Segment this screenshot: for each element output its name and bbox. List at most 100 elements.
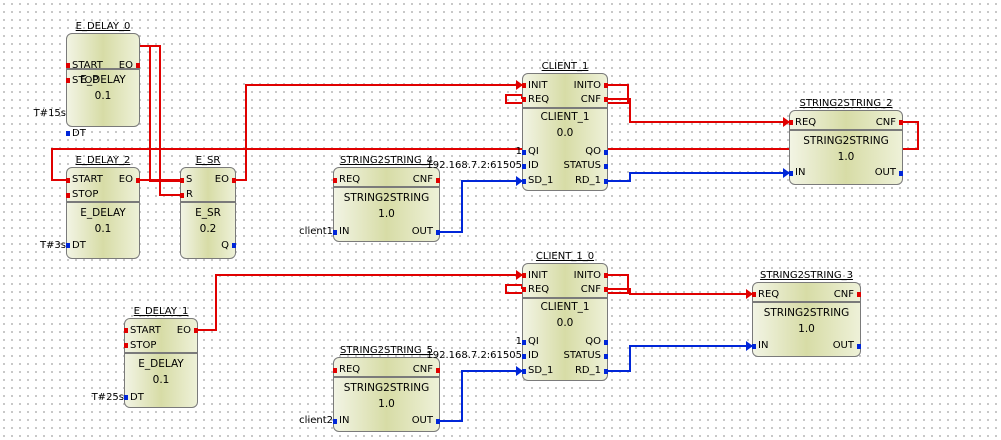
arrowhead bbox=[746, 341, 753, 351]
block-type: E_DELAY bbox=[80, 207, 126, 219]
port-req: REQ bbox=[339, 364, 361, 375]
event-input-port[interactable] bbox=[66, 63, 70, 68]
function-block-e-delay-1[interactable]: E_DELAY_1 START STOP EO E_DELAY 0.1 DT bbox=[124, 305, 198, 408]
data-output-port[interactable] bbox=[604, 164, 608, 169]
event-output-port[interactable] bbox=[857, 292, 861, 297]
event-output-port[interactable] bbox=[436, 178, 440, 183]
port-in: IN bbox=[339, 415, 350, 426]
event-input-port[interactable] bbox=[522, 83, 526, 88]
function-block-string2string-2[interactable]: STRING2STRING_2 REQ CNF STRING2STRING 1.… bbox=[789, 97, 903, 185]
data-input-port[interactable] bbox=[522, 164, 526, 169]
parameter-value[interactable]: T#25s bbox=[91, 392, 124, 403]
event-input-port[interactable] bbox=[333, 368, 337, 373]
port-id: ID bbox=[528, 160, 539, 171]
wire-client1-cnf-to-s2s2-req[interactable] bbox=[608, 98, 789, 123]
data-input-port[interactable] bbox=[752, 344, 756, 349]
data-output-port[interactable] bbox=[604, 179, 608, 184]
block-instance-name: STRING2STRING_2 bbox=[799, 98, 893, 109]
wire-client10-rd1-to-s2s3-in[interactable] bbox=[608, 345, 752, 372]
data-input-port[interactable] bbox=[66, 243, 70, 248]
data-output-port[interactable] bbox=[899, 171, 903, 176]
block-instance-name: STRING2STRING_4 bbox=[340, 155, 433, 166]
function-block-e-delay-2[interactable]: E_DELAY_2 START STOP EO E_DELAY 0.1 DT bbox=[66, 154, 140, 259]
event-output-port[interactable] bbox=[436, 368, 440, 373]
data-input-port[interactable] bbox=[124, 395, 128, 400]
data-output-port[interactable] bbox=[604, 150, 608, 155]
port-cnf: CNF bbox=[580, 284, 601, 295]
event-input-port[interactable] bbox=[333, 178, 337, 183]
function-block-client-1[interactable]: CLIENT_1 INIT REQ INITO CNF CLIENT_1 0.0… bbox=[522, 60, 608, 191]
wire-s2s5-out-to-client10-sd1[interactable] bbox=[440, 370, 522, 422]
event-input-port[interactable] bbox=[124, 343, 128, 348]
event-input-port[interactable] bbox=[124, 328, 128, 333]
wire-client10-cnf-to-s2s3-req[interactable] bbox=[608, 288, 752, 295]
function-block-string2string-5[interactable]: STRING2STRING_5 REQ CNF STRING2STRING 1.… bbox=[333, 344, 440, 432]
data-input-port[interactable] bbox=[522, 340, 526, 345]
wire-edelay0-eo-to-esr-r[interactable] bbox=[140, 45, 180, 196]
event-input-port[interactable] bbox=[522, 287, 526, 292]
event-output-port[interactable] bbox=[136, 63, 140, 68]
port-cnf: CNF bbox=[833, 289, 854, 300]
parameter-value[interactable]: client1 bbox=[299, 226, 333, 237]
port-inito: INITO bbox=[573, 80, 601, 91]
event-output-port[interactable] bbox=[604, 97, 608, 102]
event-input-port[interactable] bbox=[789, 120, 793, 125]
data-input-port[interactable] bbox=[333, 419, 337, 424]
event-output-port[interactable] bbox=[604, 83, 608, 88]
wire-esr-eo-to-client1-init[interactable] bbox=[236, 84, 522, 181]
data-input-port[interactable] bbox=[522, 369, 526, 374]
port-inito: INITO bbox=[573, 270, 601, 281]
port-init: INIT bbox=[528, 80, 548, 91]
data-output-port[interactable] bbox=[232, 243, 236, 248]
function-block-client-1-0[interactable]: CLIENT_1_0 INIT REQ INITO CNF CLIENT_1 0… bbox=[522, 250, 608, 381]
event-input-port[interactable] bbox=[66, 193, 70, 198]
data-input-port[interactable] bbox=[522, 354, 526, 359]
event-input-port[interactable] bbox=[66, 78, 70, 83]
port-in: IN bbox=[339, 226, 350, 237]
event-input-port[interactable] bbox=[180, 193, 184, 198]
wire-edelay1-eo-to-client10-init[interactable] bbox=[198, 274, 522, 331]
data-output-port[interactable] bbox=[857, 344, 861, 349]
data-output-port[interactable] bbox=[604, 354, 608, 359]
wire-s2s2-cnf-loop-to-edelay2-start[interactable] bbox=[51, 121, 919, 181]
function-block-string2string-4[interactable]: STRING2STRING_4 REQ CNF STRING2STRING 1.… bbox=[333, 154, 440, 242]
parameter-value[interactable]: 1 bbox=[515, 146, 522, 157]
event-input-port[interactable] bbox=[66, 178, 70, 183]
data-output-port[interactable] bbox=[604, 340, 608, 345]
block-type: E_DELAY bbox=[80, 74, 126, 86]
event-output-port[interactable] bbox=[232, 178, 236, 183]
wire-client1-rd1-to-s2s2-in[interactable] bbox=[608, 172, 789, 182]
data-input-port[interactable] bbox=[522, 150, 526, 155]
data-output-port[interactable] bbox=[436, 419, 440, 424]
port-cnf: CNF bbox=[412, 174, 433, 185]
event-output-port[interactable] bbox=[604, 273, 608, 278]
data-input-port[interactable] bbox=[522, 179, 526, 184]
block-version: 1.0 bbox=[378, 208, 395, 220]
block-version: 0.0 bbox=[556, 127, 574, 139]
parameter-value[interactable]: 192.168.7.2:61505 bbox=[426, 350, 522, 361]
function-block-e-sr[interactable]: E_SR S R EO E_SR 0.2 Q bbox=[180, 154, 236, 259]
event-input-port[interactable] bbox=[522, 273, 526, 278]
data-input-port[interactable] bbox=[333, 230, 337, 235]
event-input-port[interactable] bbox=[180, 178, 184, 183]
event-output-port[interactable] bbox=[899, 120, 903, 125]
event-input-port[interactable] bbox=[522, 97, 526, 102]
data-output-port[interactable] bbox=[604, 369, 608, 374]
event-output-port[interactable] bbox=[136, 178, 140, 183]
parameter-value[interactable]: T#15s bbox=[33, 108, 66, 119]
function-block-string2string-3[interactable]: STRING2STRING_3 REQ CNF STRING2STRING 1.… bbox=[752, 269, 861, 357]
parameter-value[interactable]: client2 bbox=[299, 415, 333, 426]
port-init: INIT bbox=[528, 270, 548, 281]
event-output-port[interactable] bbox=[604, 287, 608, 292]
event-input-port[interactable] bbox=[752, 292, 756, 297]
data-input-port[interactable] bbox=[66, 131, 70, 136]
wire-s2s4-out-to-client1-sd1[interactable] bbox=[440, 180, 522, 233]
arrowhead bbox=[516, 176, 523, 186]
data-output-port[interactable] bbox=[436, 230, 440, 235]
data-input-port[interactable] bbox=[789, 171, 793, 176]
parameter-value[interactable]: 192.168.7.2:61505 bbox=[426, 160, 522, 171]
parameter-value[interactable]: 1 bbox=[515, 336, 522, 347]
event-output-port[interactable] bbox=[194, 328, 198, 333]
function-block-e-delay-0[interactable]: E_DELAY_0 START STOP EO E_DELAY 0.1 DT bbox=[66, 20, 140, 139]
parameter-value[interactable]: T#3s bbox=[39, 240, 66, 251]
